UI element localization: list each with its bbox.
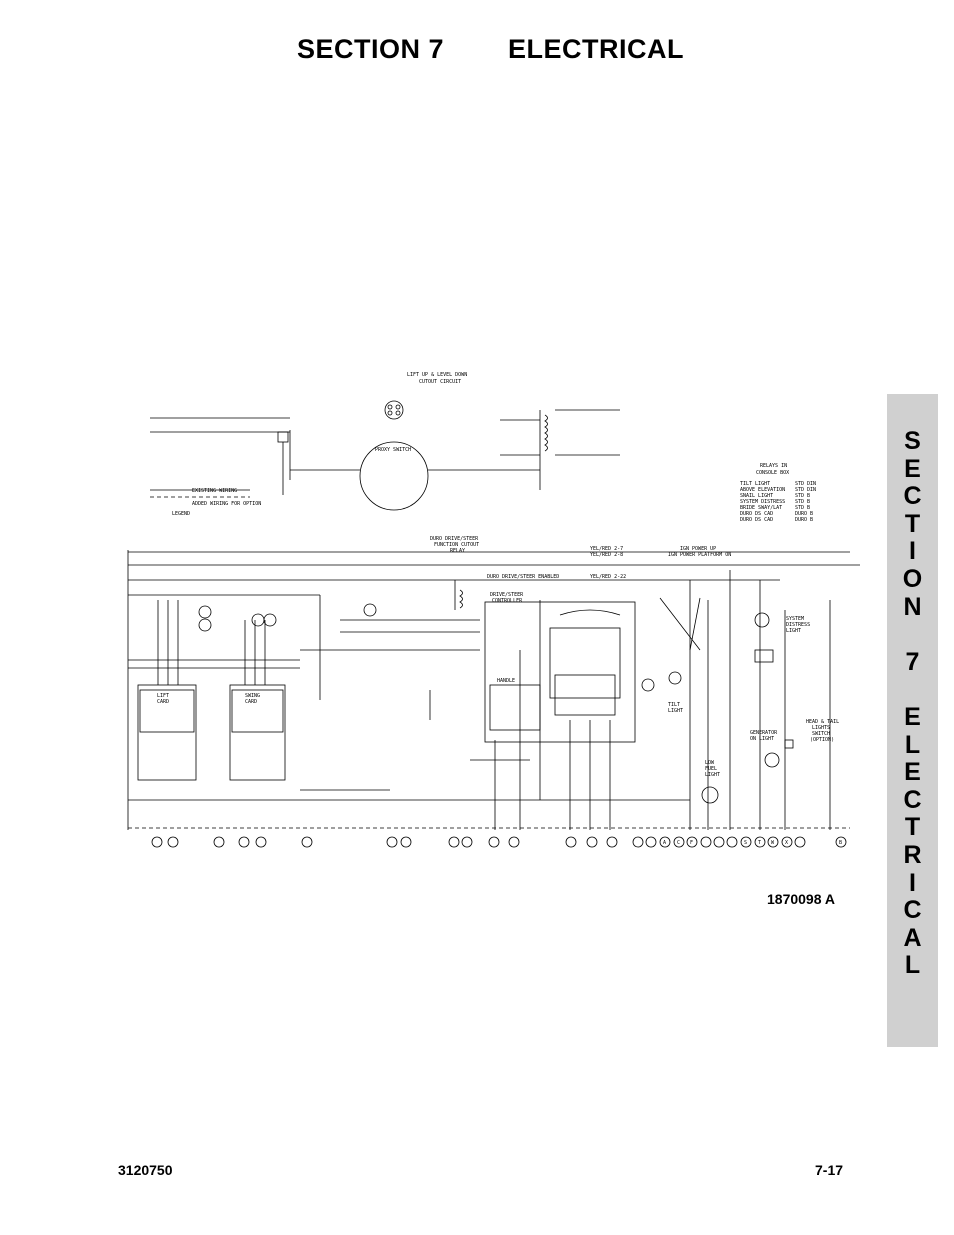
connector-letter-w: W bbox=[771, 840, 775, 846]
side-tab-letter: 7 bbox=[905, 647, 920, 676]
relay-row-2-type: STD DIN bbox=[795, 487, 816, 493]
relay-row-4-type: STD B bbox=[795, 499, 810, 505]
connector-letter-a: A bbox=[663, 840, 666, 846]
system-distress-1: SYSTEM bbox=[786, 616, 804, 622]
side-tab-letter: T bbox=[904, 509, 921, 538]
relay-row-1-type: STD DIN bbox=[795, 481, 816, 487]
relay-row-7-type: DURO B bbox=[795, 517, 813, 523]
relay-row-3-type: STD B bbox=[795, 493, 810, 499]
section-name: ELECTRICAL bbox=[508, 34, 684, 64]
wire-yel-red-2-7: YEL/RED 2-7 bbox=[590, 546, 623, 552]
wire-yel-red-2-8: YEL/RED 2-8 bbox=[590, 552, 623, 558]
handle-label: HANDLE bbox=[497, 678, 515, 684]
head-tail-label-1: HEAD & TAIL bbox=[806, 719, 839, 725]
relays-title-1: RELAYS IN bbox=[760, 463, 787, 469]
ign-power-platform: IGN POWER PLATFORM ON bbox=[668, 552, 731, 558]
swing-card-label-1: SWING bbox=[245, 693, 260, 699]
lift-card-label-2: CARD bbox=[157, 699, 169, 705]
duro-drive-label-1: DURO DRIVE/STEER bbox=[430, 536, 479, 542]
cutout-title-2: CUTOUT CIRCUIT bbox=[419, 379, 461, 385]
duro-enabled-label: DURO DRIVE/STEER ENABLED bbox=[487, 574, 559, 580]
tilt-light-label-1: TILT bbox=[668, 702, 680, 708]
relay-row-6-type: DURO B bbox=[795, 511, 813, 517]
side-tab-letter: I bbox=[909, 868, 916, 897]
system-distress-3: LIGHT bbox=[786, 628, 801, 634]
duro-drive-label-2: FUNCTION CUTOUT bbox=[434, 542, 479, 548]
connector-letter-c: C bbox=[677, 840, 680, 846]
generator-label-1: GENERATOR bbox=[750, 730, 778, 736]
relay-row-6-name: DURO DS CAD bbox=[740, 511, 773, 517]
side-tab-letter: O bbox=[902, 564, 923, 593]
relay-row-1-name: TILT LIGHT bbox=[740, 481, 770, 487]
head-tail-label-2: LIGHTS bbox=[812, 725, 830, 731]
drive-controller-label-2: CONTROLLER bbox=[492, 598, 523, 604]
head-tail-label-3: SWITCH bbox=[812, 731, 830, 737]
drive-controller-label-1: DRIVE/STEER bbox=[490, 592, 524, 598]
duro-drive-label-3: RELAY bbox=[450, 548, 465, 554]
connector-letter-t: T bbox=[758, 840, 761, 846]
system-distress-2: DISTRESS bbox=[786, 622, 810, 628]
connector-letter-f: F bbox=[690, 840, 693, 846]
wire-yel-red-2-22: YEL/RED 2-22 bbox=[590, 574, 626, 580]
connector-letter-b: B bbox=[839, 840, 842, 846]
relay-row-5-type: STD B bbox=[795, 505, 810, 511]
low-fuel-label-2: FUEL bbox=[705, 766, 717, 772]
drawing-number: 1870098 A bbox=[767, 891, 835, 907]
side-tab-letter: C bbox=[903, 482, 922, 511]
legend-existing: EXISTING WIRING bbox=[192, 488, 237, 494]
connector-letter-s: S bbox=[744, 840, 747, 846]
lift-card-label-1: LIFT bbox=[157, 693, 169, 699]
side-tab-letter: C bbox=[903, 896, 922, 925]
side-tab-letter: T bbox=[904, 813, 921, 842]
generator-label-2: ON LIGHT bbox=[750, 736, 774, 742]
section-label: SECTION 7 bbox=[297, 34, 445, 64]
cutout-title-1: LIFT UP & LEVEL DOWN bbox=[407, 372, 467, 378]
page-number: 7-17 bbox=[815, 1162, 844, 1178]
swing-card-label-2: CARD bbox=[245, 699, 257, 705]
ign-power-up: IGN POWER UP bbox=[680, 546, 716, 552]
tilt-light-label-2: LIGHT bbox=[668, 708, 683, 714]
legend-added: ADDED WIRING FOR OPTION bbox=[192, 501, 261, 507]
side-tab-letter: N bbox=[903, 592, 922, 621]
relay-row-3-name: SNAIL LIGHT bbox=[740, 493, 773, 499]
legend-label: LEGEND bbox=[172, 511, 190, 517]
side-tab-letter: E bbox=[904, 702, 921, 731]
side-tab-letter: E bbox=[904, 454, 921, 483]
side-tab-letter: A bbox=[903, 923, 922, 952]
doc-number: 3120750 bbox=[118, 1162, 173, 1178]
side-tab-letter: E bbox=[904, 758, 921, 787]
side-tab-letter: I bbox=[909, 537, 916, 566]
prox-switch-label: PROXY SWITCH bbox=[375, 447, 411, 453]
connector-letter-x: X bbox=[785, 840, 788, 846]
side-tab-letter: R bbox=[903, 840, 922, 869]
side-tab-letter: L bbox=[904, 951, 921, 980]
side-tab-letter: S bbox=[904, 427, 921, 455]
low-fuel-label-3: LIGHT bbox=[705, 772, 720, 778]
relay-row-2-name: ABOVE ELEVATION bbox=[740, 487, 785, 493]
side-tab-letter: C bbox=[903, 785, 922, 814]
relay-row-4-name: SYSTEM DISTRESS bbox=[740, 499, 785, 505]
head-tail-label-4: (OPTION) bbox=[810, 737, 834, 743]
side-tab-letter: L bbox=[904, 730, 921, 759]
relay-row-7-name: DURO DS CAD bbox=[740, 517, 773, 523]
relays-title-2: CONSOLE BOX bbox=[756, 470, 789, 476]
low-fuel-label-1: LOW bbox=[705, 760, 715, 766]
relay-row-5-name: BRIDE SWAY/LAT bbox=[740, 505, 782, 511]
